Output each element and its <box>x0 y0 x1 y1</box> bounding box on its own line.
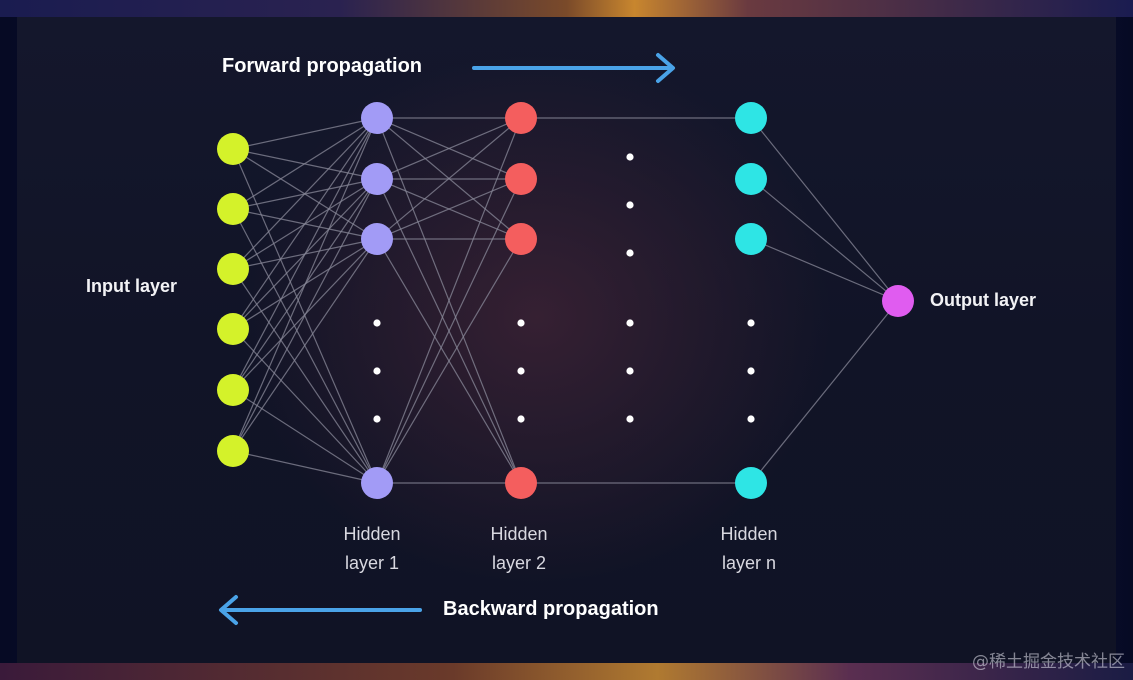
backward-arrow-head <box>219 595 238 625</box>
hidden-layer-1-label: Hidden layer 1 <box>322 520 422 578</box>
input-node <box>217 374 249 406</box>
input-node <box>217 253 249 285</box>
ellipsis-dot <box>626 153 634 161</box>
edge-h1-h2 <box>376 117 522 484</box>
ellipsis-dot <box>626 319 634 327</box>
hidden-layer-2-line1: Hidden <box>490 524 548 544</box>
input-node <box>217 313 249 345</box>
hidden2-node <box>505 102 537 134</box>
ellipsis-dot <box>747 415 755 423</box>
ellipsis-dot <box>373 319 381 327</box>
forward-propagation-label: Forward propagation <box>222 55 422 77</box>
ellipsis-dot <box>747 319 755 327</box>
edge-input-h1 <box>232 117 378 391</box>
hiddenn-node <box>735 223 767 255</box>
edge-input-h1 <box>232 238 378 452</box>
hiddenn-node <box>735 102 767 134</box>
edge-input-h1 <box>232 117 378 210</box>
edge-input-h1 <box>232 117 378 150</box>
ellipsis-dot <box>626 415 634 423</box>
input-node <box>217 193 249 225</box>
ellipsis-dot <box>626 367 634 375</box>
edge-h1-h2 <box>376 178 522 484</box>
ellipsis-dot <box>626 201 634 209</box>
ellipsis-dot <box>626 249 634 257</box>
ellipsis-dot <box>747 367 755 375</box>
propagation-arrows <box>219 53 675 625</box>
ellipsis-dot <box>517 415 525 423</box>
hiddenn-node <box>735 163 767 195</box>
top-glow-border <box>0 0 1133 17</box>
hiddenn-node <box>735 467 767 499</box>
hidden-layer-n-line2: layer n <box>721 553 777 573</box>
ellipsis-dot <box>517 367 525 375</box>
diagram-panel <box>17 17 1116 663</box>
edge-hn-output <box>750 238 899 302</box>
neurons <box>217 102 914 499</box>
hidden-layer-2-line2: layer 2 <box>491 553 547 573</box>
edge-hn-output <box>750 117 899 302</box>
hidden2-node <box>505 163 537 195</box>
hidden1-node <box>361 467 393 499</box>
ellipsis-dots <box>373 153 755 423</box>
ellipsis-dot <box>517 319 525 327</box>
output-layer-label: Output layer <box>930 290 1037 310</box>
hidden2-node <box>505 223 537 255</box>
ellipsis-dot <box>373 415 381 423</box>
edge-hn-output <box>750 178 899 302</box>
edge-hn-output <box>750 300 899 484</box>
edge-h1-h2 <box>376 117 522 180</box>
edge-input-h1 <box>232 389 378 484</box>
forward-arrow-head <box>656 53 675 83</box>
edge-input-h1 <box>232 450 378 484</box>
input-node <box>217 435 249 467</box>
edge-input-h1 <box>232 117 378 330</box>
input-node <box>217 133 249 165</box>
edge-h1-h2 <box>376 117 522 240</box>
hidden-layer-1-line1: Hidden <box>343 524 401 544</box>
ellipsis-dot <box>373 367 381 375</box>
input-layer-label: Input layer <box>86 276 178 296</box>
hidden2-node <box>505 467 537 499</box>
bottom-glow-border <box>0 663 1133 680</box>
edge-input-h1 <box>232 117 378 452</box>
hidden-layer-1-line2: layer 1 <box>344 553 400 573</box>
edge-h1-h2 <box>376 178 522 240</box>
hidden-layer-n-line1: Hidden <box>720 524 778 544</box>
output-node <box>882 285 914 317</box>
edge-input-h1 <box>232 268 378 484</box>
backward-propagation-label: Backward propagation <box>443 598 659 620</box>
edge-input-h1 <box>232 117 378 270</box>
hidden1-node <box>361 163 393 195</box>
hidden-layer-2-label: Hidden layer 2 <box>469 520 569 578</box>
hidden1-node <box>361 223 393 255</box>
watermark: @稀土掘金技术社区 <box>972 652 1125 672</box>
edge-input-h1 <box>232 178 378 452</box>
hidden-layer-n-label: Hidden layer n <box>699 520 799 578</box>
edge-input-h1 <box>232 328 378 484</box>
edge-h1-h2 <box>376 238 522 484</box>
connections <box>232 117 899 484</box>
hidden1-node <box>361 102 393 134</box>
